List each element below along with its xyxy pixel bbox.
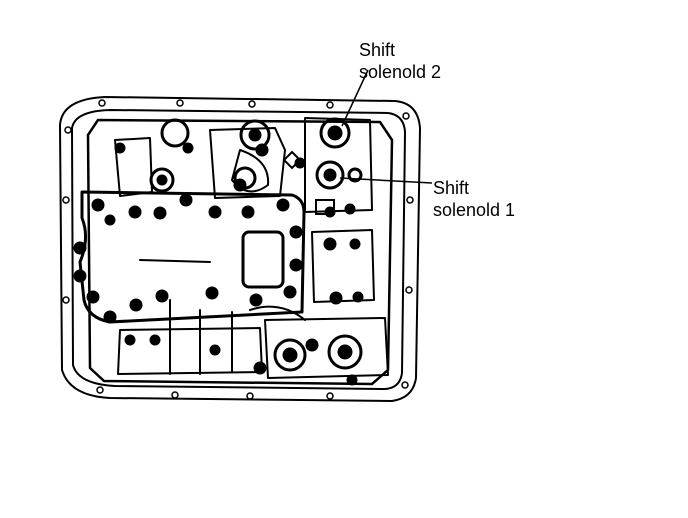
bolt-hole <box>406 196 414 204</box>
bolt <box>103 310 117 324</box>
right-valve-block <box>311 229 375 303</box>
bolt <box>73 241 87 255</box>
bolt <box>289 258 303 272</box>
bolt <box>276 198 290 212</box>
bolt <box>208 205 222 219</box>
label-line: solenold 2 <box>359 62 442 82</box>
bolt <box>129 298 143 312</box>
label-line: Shift <box>433 178 470 198</box>
bolt <box>253 361 267 375</box>
upper-round-fitting <box>160 118 190 148</box>
bolt-hole <box>176 99 184 107</box>
bolt-hole <box>248 100 256 108</box>
bolt-hole <box>246 392 254 400</box>
bolt <box>104 214 116 226</box>
pan-outer-outline <box>59 96 421 402</box>
bolt <box>349 238 361 250</box>
shift-solenoid-2 <box>319 117 351 149</box>
bolt-hole <box>402 112 410 120</box>
bolt <box>209 344 221 356</box>
bolt <box>305 338 319 352</box>
bolt <box>179 193 193 207</box>
solenoid-nut <box>347 167 363 183</box>
label-line: solenold 1 <box>433 200 516 220</box>
bolt <box>294 157 306 169</box>
plate-window <box>241 230 285 289</box>
bolt <box>346 374 358 386</box>
bolt <box>153 206 167 220</box>
upper-left-block <box>114 137 153 197</box>
lower-left-bracket <box>117 327 263 375</box>
bolt <box>289 225 303 239</box>
bolt <box>241 205 255 219</box>
bolt <box>149 334 161 346</box>
bolt <box>73 269 87 283</box>
center-gear-fitting <box>239 119 271 151</box>
lower-right-fitting <box>327 334 363 370</box>
valve-body-frame <box>86 118 394 386</box>
bolt <box>114 142 126 154</box>
bolt <box>323 237 337 251</box>
bolt <box>86 290 100 304</box>
upper-right-housing <box>304 117 373 213</box>
leader-solenoid-2 <box>341 69 369 127</box>
separator-plate <box>78 190 306 324</box>
bolt-hole <box>96 386 104 394</box>
shift-solenoid-1-label: Shift solenold 1 <box>433 177 515 221</box>
bolt-hole <box>98 99 106 107</box>
bolt-hole <box>171 391 179 399</box>
shift-solenoid-2-label: Shift solenold 2 <box>359 39 441 83</box>
bolt <box>352 291 364 303</box>
bolt <box>155 289 169 303</box>
bolt-hole <box>62 196 70 204</box>
diag-link-2 <box>139 259 211 263</box>
bolt-hole <box>62 296 70 304</box>
left-mech-fitting <box>149 167 175 193</box>
bolt <box>91 198 105 212</box>
upper-center-housing <box>209 127 286 199</box>
center-lower-fitting <box>233 166 257 190</box>
lower-gear-fitting <box>273 338 307 372</box>
bolt <box>283 285 297 299</box>
bolt <box>128 205 142 219</box>
bolt <box>124 334 136 346</box>
bolt-hole <box>64 126 72 134</box>
bolt <box>205 286 219 300</box>
bolt-hole <box>326 101 334 109</box>
bolt-hole <box>405 286 413 294</box>
small-block <box>315 199 335 215</box>
bolt-hole <box>401 381 409 389</box>
lower-right-bracket <box>264 317 389 379</box>
bolt-hole <box>326 392 334 400</box>
bolt <box>329 291 343 305</box>
label-line: Shift <box>359 40 396 60</box>
bolt <box>344 203 356 215</box>
diag-link <box>249 305 306 321</box>
pan-inner-outline <box>71 109 406 390</box>
diamond-marker <box>282 150 302 170</box>
bolt <box>249 293 263 307</box>
leader-solenoid-1 <box>339 177 433 184</box>
shift-solenoid-1 <box>315 160 345 190</box>
bolt <box>182 142 194 154</box>
